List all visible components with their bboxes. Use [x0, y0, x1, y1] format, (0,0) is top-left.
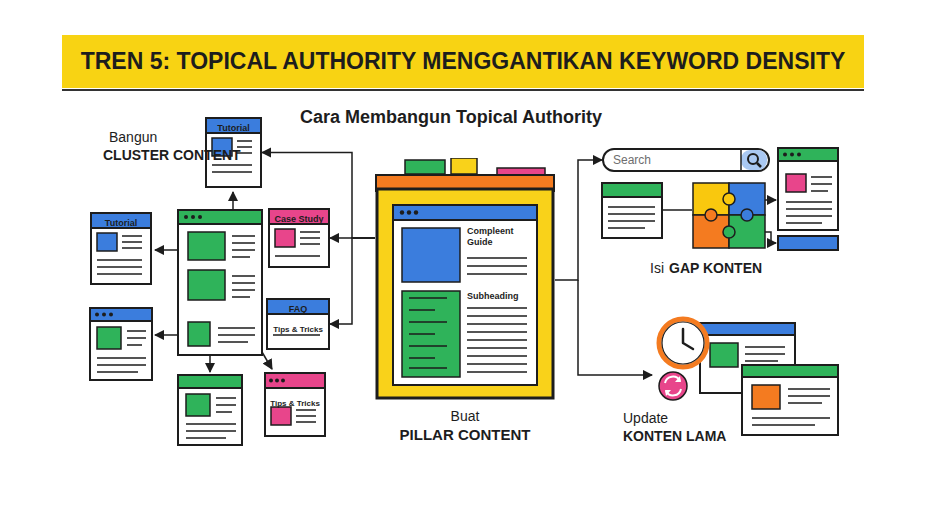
search-placeholder: Search: [613, 153, 651, 167]
label-holder: Bangun: [109, 128, 157, 146]
window-dots: [266, 374, 290, 387]
search-bar: Search: [602, 148, 770, 172]
text-label: GAP KONTEN: [669, 260, 762, 276]
pillar-text: PILLAR CONTENT: [375, 426, 555, 443]
text-label: Cara Membangun Topical Authority: [300, 107, 602, 128]
cluster-hub-doc: [178, 210, 262, 355]
title-band: [62, 35, 864, 90]
gap-illustration: [602, 148, 838, 250]
label-holder: GAP KONTEN: [669, 259, 762, 277]
document-card: FAQ Tips & Tricks: [266, 298, 330, 350]
pillar-text-holder: Subheading: [467, 291, 531, 301]
plain-doc-bottom: [178, 375, 242, 445]
doc-title: FAQ: [289, 303, 308, 316]
magnifier-icon: [740, 150, 768, 170]
doc-header: [266, 374, 324, 389]
label-holder: Cara Membangun Topical Authority: [300, 107, 602, 128]
doc-header: Case Study: [270, 210, 328, 225]
connector-arrow: [330, 238, 375, 324]
plain-doc-left: [90, 308, 152, 380]
update-illustration: [578, 280, 838, 435]
label-holder: CLUSTER CONTENT: [103, 146, 241, 164]
connector-arrow: [555, 160, 602, 280]
search-text-holder: Search: [613, 153, 651, 167]
text-label: CLUSTER CONTENT: [103, 147, 241, 163]
title-holder: TREN 5: TOPICAL AUTHORITY MENGGANTIKAN K…: [62, 35, 864, 88]
doc-title: Case Study: [274, 213, 323, 226]
doc-header: FAQ: [268, 300, 328, 315]
pillar-text: Subheading: [467, 291, 531, 301]
doc-body-text: Tips & Tricks: [270, 399, 320, 408]
document-card: Tutorial: [90, 212, 152, 285]
cluster-arrows: [155, 192, 272, 372]
doc-title: Tutorial: [217, 122, 249, 135]
pillar-frame: [375, 158, 555, 403]
label-holder: KONTEN LAMA: [623, 427, 726, 445]
text-label: Isi: [650, 260, 664, 276]
document-card: Tips & Tricks: [264, 372, 326, 437]
text-label: Bangun: [109, 129, 157, 145]
text-label: KONTEN LAMA: [623, 428, 726, 444]
document-card: Case Study: [268, 208, 330, 268]
doc-header: Tutorial: [207, 119, 260, 134]
pillar-text-holder: Buat: [375, 408, 555, 424]
pillar-text-holder: PILLAR CONTENT: [375, 426, 555, 443]
doc-header: Tutorial: [92, 214, 150, 229]
doc-body-holder: Tips & Tricks: [268, 315, 328, 336]
pillar-text-holder: Compleent Guide: [467, 226, 531, 248]
text-label: Update: [623, 410, 668, 426]
label-holder: Update: [623, 409, 668, 427]
title-text: TREN 5: TOPICAL AUTHORITY MENGGANTIKAN K…: [81, 48, 846, 75]
doc-body-holder: Tips & Tricks: [266, 389, 324, 410]
pillar-text: Compleent Guide: [467, 226, 531, 248]
pillar-content: Compleent GuideSubheadingBuatPILLAR CONT…: [375, 158, 555, 448]
doc-body-text: Tips & Tricks: [273, 325, 323, 334]
pillar-text: Buat: [375, 408, 555, 424]
doc-title: Tutorial: [105, 217, 137, 230]
label-holder: Isi: [650, 259, 664, 277]
